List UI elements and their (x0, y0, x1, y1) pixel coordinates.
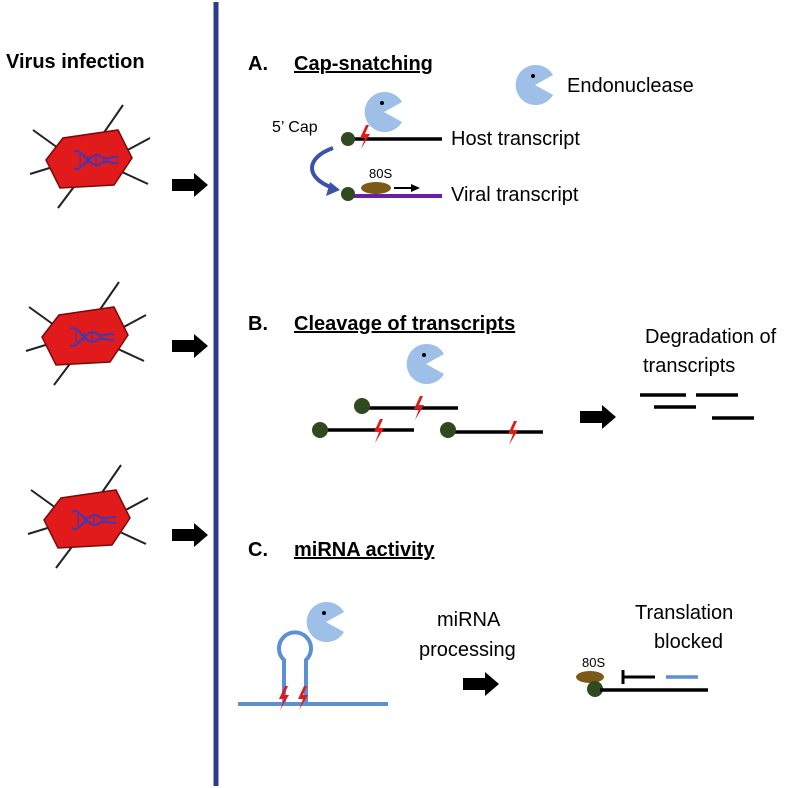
cut-icon-a (360, 125, 370, 149)
cap-transfer-arrowhead (326, 182, 340, 196)
arrow-icon-b (172, 334, 208, 358)
viral-transcript-label: Viral transcript (451, 184, 579, 206)
endonuclease-icon-b (406, 344, 444, 384)
arrow-icon-degradation (580, 405, 616, 429)
arrow-icon-c (172, 523, 208, 547)
ribosome-label-a: 80S (369, 166, 392, 181)
degradation-label-line2: transcripts (643, 355, 735, 377)
arrow-icon-processing (463, 672, 499, 696)
hairpin-loop (277, 630, 313, 704)
cap-icon-b1 (354, 398, 370, 414)
cap-label: 5’ Cap (272, 119, 318, 136)
section-a-letter: A. (248, 53, 268, 75)
section-c-title: miRNA activity (294, 539, 435, 561)
virus-icon-3 (27, 464, 149, 569)
degradation-label-line1: Degradation of (645, 326, 777, 348)
endonuclease-icon-a (364, 92, 402, 132)
processing-label-line1: miRNA (437, 609, 501, 631)
blocked-label-line1: Translation (635, 602, 733, 624)
ribosome-icon-c (576, 671, 604, 683)
ribosome-label-c: 80S (582, 655, 605, 670)
cap-icon-b2 (312, 422, 328, 438)
host-transcript-label: Host transcript (451, 128, 580, 150)
arrow-icon-a (172, 173, 208, 197)
endonuclease-legend-icon (515, 65, 553, 105)
endonuclease-icon-c (306, 602, 344, 642)
section-c-letter: C. (248, 539, 268, 561)
cap-icon-b3 (440, 422, 456, 438)
cap-icon-c (587, 681, 603, 697)
blocked-label-line2: blocked (654, 631, 723, 653)
virus-icon-1 (29, 104, 151, 209)
ribosome-icon-a (361, 182, 391, 194)
cap-transfer-arrow (310, 146, 334, 190)
virus-icon-2 (25, 281, 147, 386)
section-b-letter: B. (248, 313, 268, 335)
endonuclease-legend-label: Endonuclease (567, 75, 694, 97)
cut-icon-c1 (279, 686, 289, 710)
section-a-title: Cap-snatching (294, 53, 433, 75)
left-column-title: Virus infection (6, 51, 145, 73)
cap-icon-host (341, 132, 355, 146)
translation-arrowhead (411, 184, 420, 192)
processing-label-line2: processing (419, 639, 516, 661)
section-b-title: Cleavage of transcripts (294, 313, 515, 335)
cap-icon-viral (341, 187, 355, 201)
